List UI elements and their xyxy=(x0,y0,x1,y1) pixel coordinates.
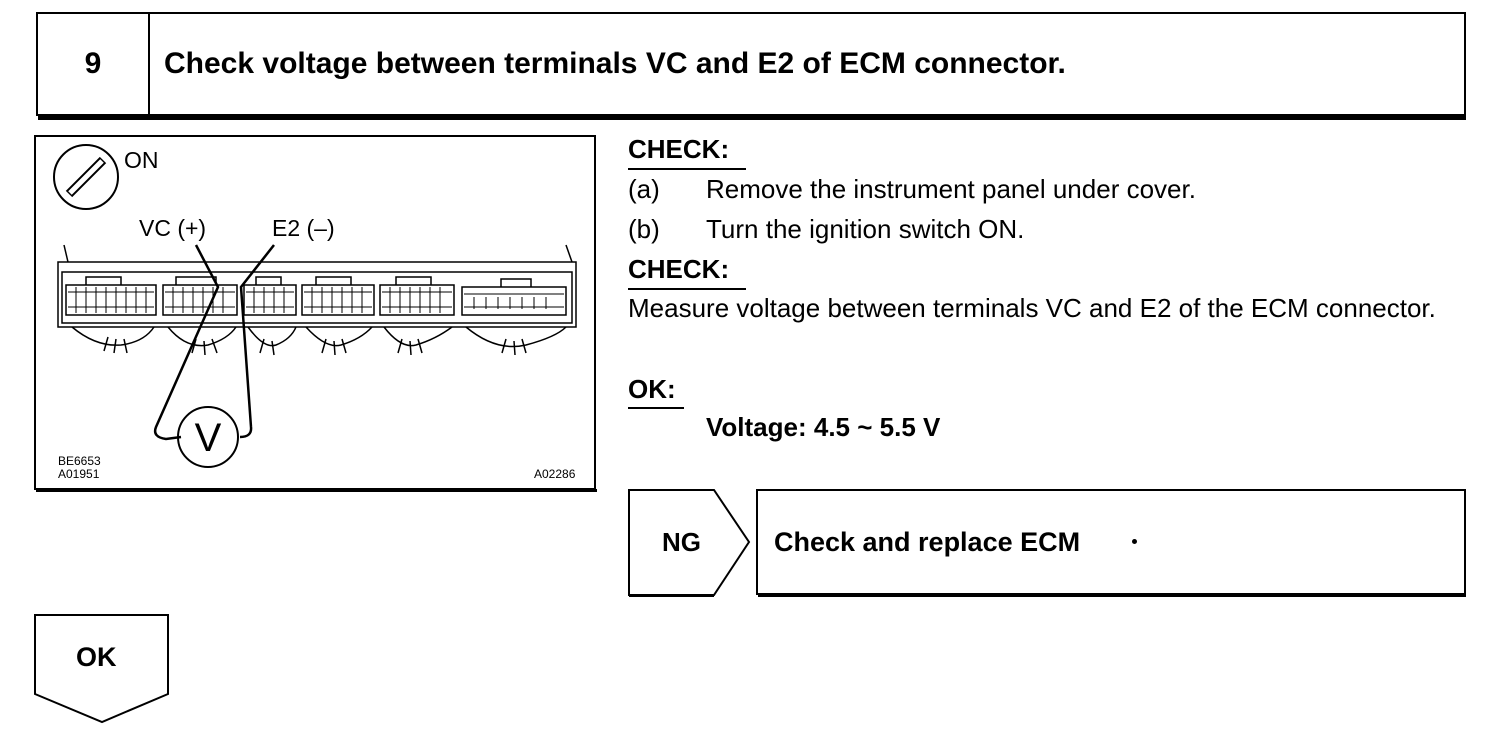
step-b-text: Turn the ignition switch ON. xyxy=(706,214,1025,244)
step-b-label: (b) xyxy=(628,214,660,244)
step-number: 9 xyxy=(38,14,150,114)
ng-action-box: Check and replace ECM xyxy=(756,489,1466,597)
ignition-on-label: ON xyxy=(124,147,159,173)
figure-code-3: A02286 xyxy=(534,467,576,481)
measure-text: Measure voltage between terminals VC and… xyxy=(628,293,1436,323)
check-heading: CHECK: xyxy=(628,134,730,164)
step-header: 9 Check voltage between terminals VC and… xyxy=(36,12,1466,120)
ecm-connector-illustration: V ON VC (+) E2 (–) BE6653 A01951 A02286 xyxy=(34,135,597,492)
check-heading-2-underline xyxy=(628,288,746,290)
vc-terminal-label: VC (+) xyxy=(139,215,207,241)
step-a: (a) Remove the instrument panel under cov… xyxy=(628,174,1196,205)
ok-label: OK xyxy=(76,642,117,672)
figure-code-2: A01951 xyxy=(58,467,100,481)
ng-result-box: NG xyxy=(628,489,758,597)
step-a-label: (a) xyxy=(628,174,660,204)
voltage-spec: Voltage: 4.5 ~ 5.5 V xyxy=(706,412,941,442)
ok-heading-underline xyxy=(628,407,684,409)
voltmeter-symbol: V xyxy=(195,416,222,460)
voltmeter-icon xyxy=(177,406,239,468)
probe-leads xyxy=(153,244,275,441)
step-a-text: Remove the instrument panel under cover. xyxy=(706,174,1196,204)
step-b: (b) Turn the ignition switch ON. xyxy=(628,214,1024,245)
ok-heading: OK: xyxy=(628,374,676,404)
ecm-housing xyxy=(57,244,577,328)
ignition-switch-icon xyxy=(53,144,119,210)
ng-action-text: Check and replace ECM xyxy=(774,527,1081,557)
step-title: Check voltage between terminals VC and E… xyxy=(164,47,1066,80)
check-heading-2: CHECK: xyxy=(628,254,730,284)
connector-blocks xyxy=(65,276,567,316)
e2-terminal-label: E2 (–) xyxy=(272,215,335,241)
figure-code-1: BE6653 xyxy=(58,454,101,468)
connector-diagram: V xyxy=(53,144,577,468)
wire-harnesses xyxy=(71,326,567,356)
ok-arrow-shape xyxy=(34,614,169,724)
ng-arrow-shape xyxy=(628,489,751,597)
check-heading-underline xyxy=(628,168,746,170)
bullet-dot xyxy=(1132,539,1137,544)
ng-label: NG xyxy=(662,527,701,557)
ok-result-box: OK xyxy=(34,614,170,724)
